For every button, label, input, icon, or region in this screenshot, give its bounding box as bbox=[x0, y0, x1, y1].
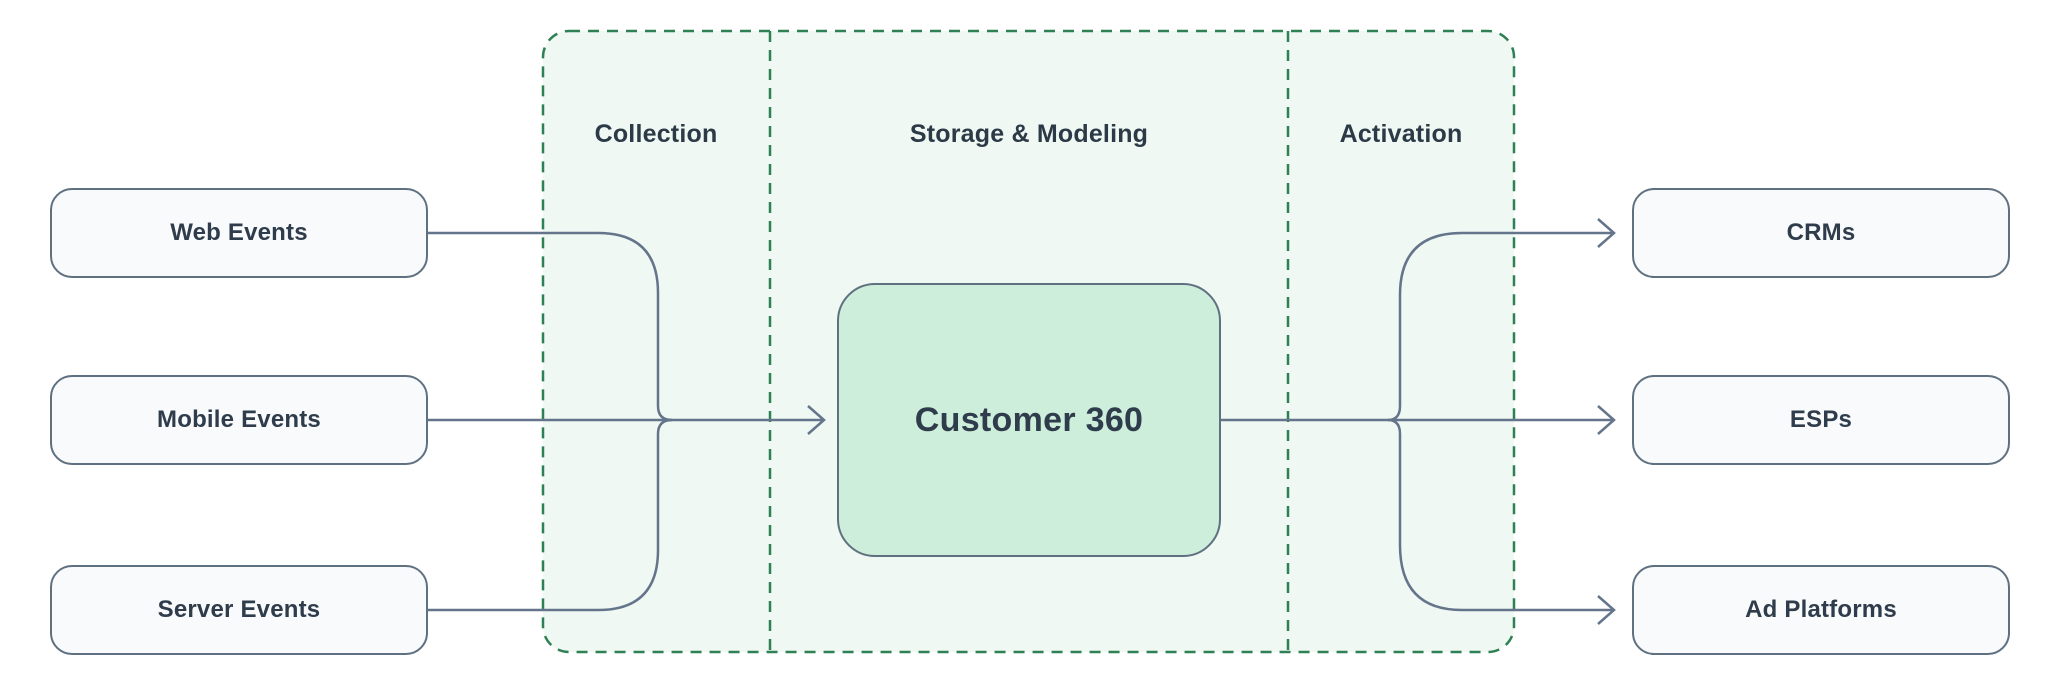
connector-server-events bbox=[428, 418, 673, 612]
node-mobile-events: Mobile Events bbox=[50, 375, 428, 465]
connector-web-events bbox=[428, 231, 673, 422]
node-crms: CRMs bbox=[1632, 188, 2010, 278]
connector-arrowhead bbox=[807, 405, 826, 435]
zone-label-collection: Collection bbox=[594, 120, 718, 148]
source-connectors bbox=[428, 231, 826, 612]
connector-arrowhead bbox=[1597, 218, 1616, 248]
node-customer-360: Customer 360 bbox=[837, 283, 1221, 557]
zone-label-activation: Activation bbox=[1339, 120, 1463, 148]
zone-label-storage-modeling: Storage & Modeling bbox=[909, 120, 1149, 148]
connector-crms bbox=[1387, 231, 1612, 422]
node-ad-platforms: Ad Platforms bbox=[1632, 565, 2010, 655]
destination-connectors bbox=[1221, 218, 1616, 625]
node-esps: ESPs bbox=[1632, 375, 2010, 465]
connector-arrowhead bbox=[1597, 405, 1616, 435]
connector-ad-platforms bbox=[1387, 418, 1612, 612]
node-server-events: Server Events bbox=[50, 565, 428, 655]
connector-arrowhead bbox=[1597, 595, 1616, 625]
node-web-events: Web Events bbox=[50, 188, 428, 278]
